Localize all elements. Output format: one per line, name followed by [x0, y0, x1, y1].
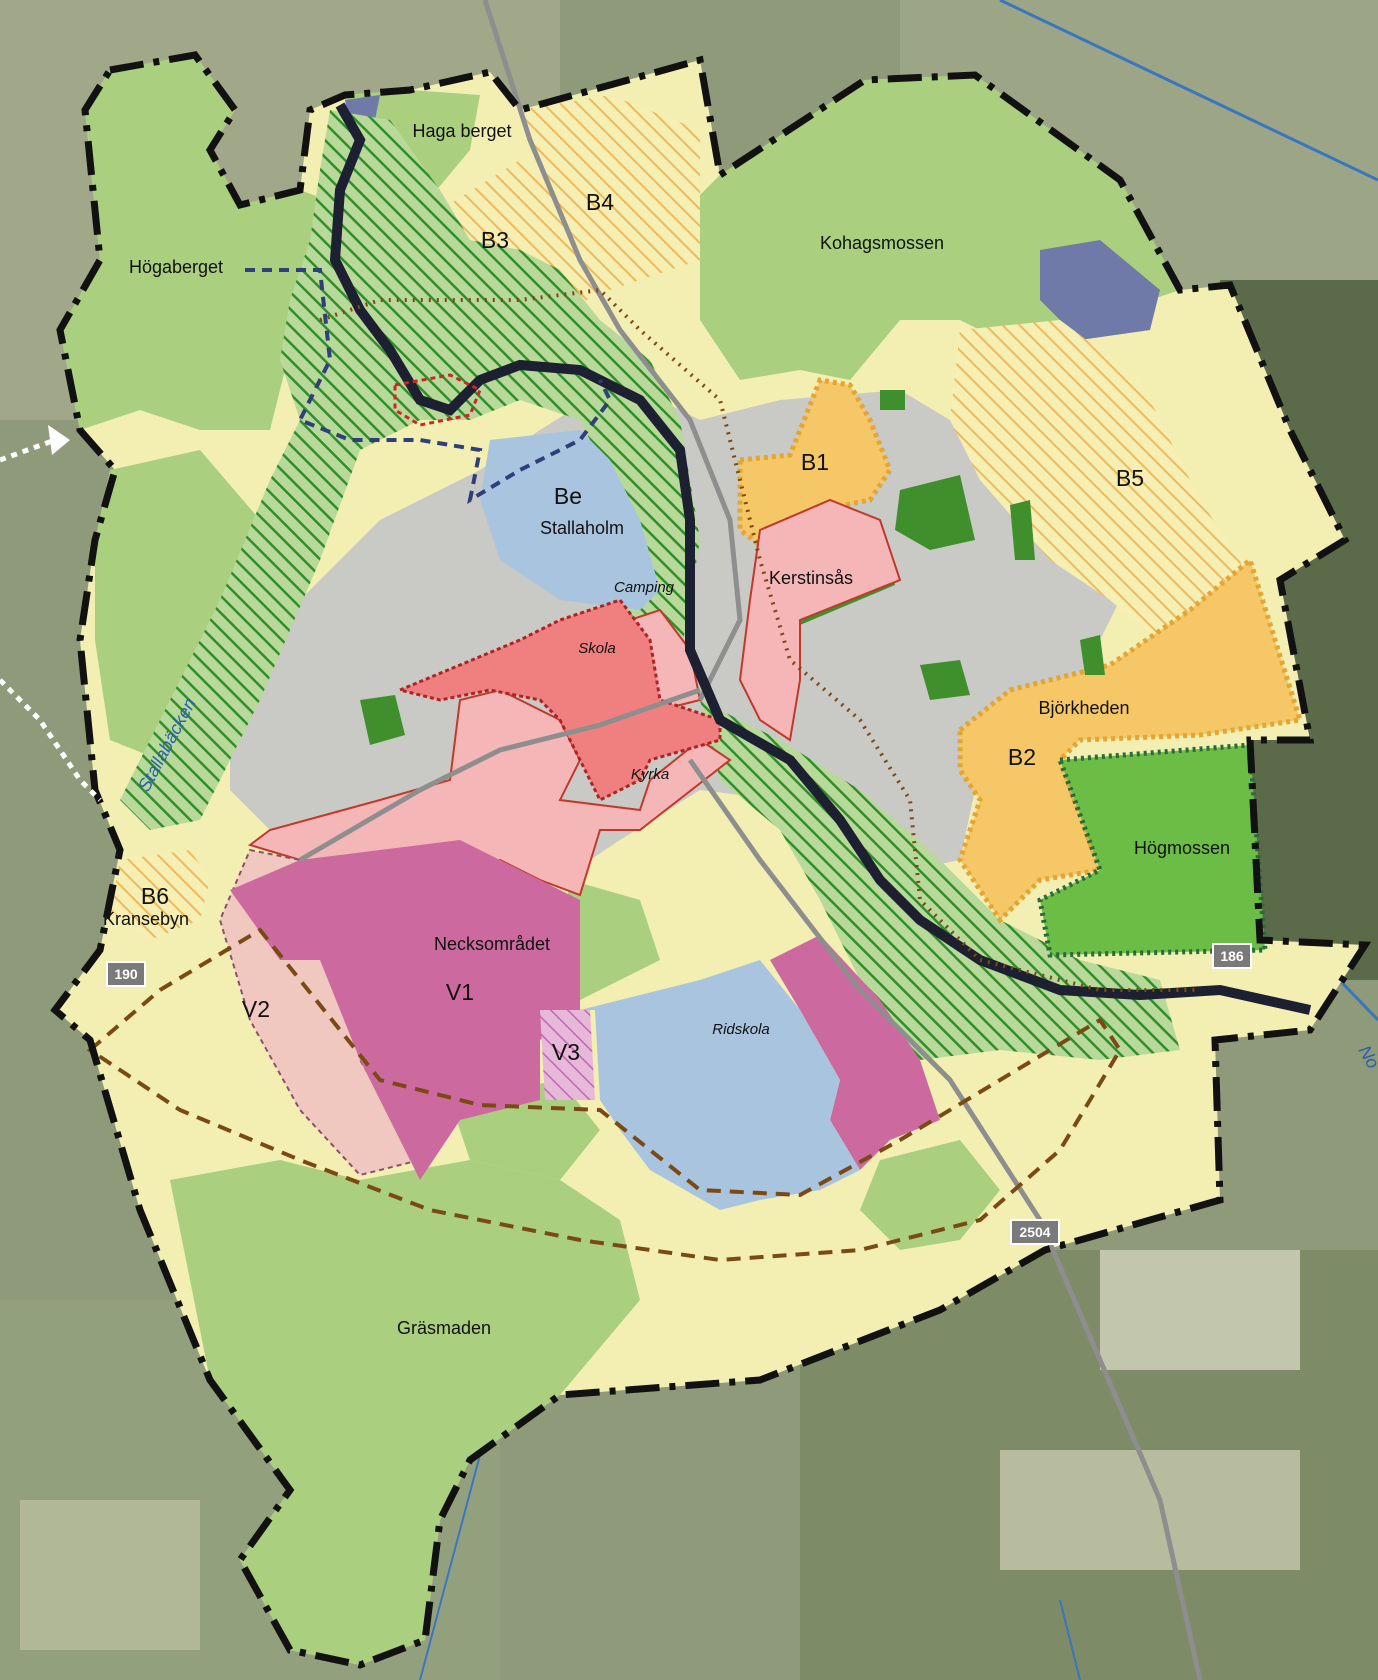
white-dashed-path-west — [0, 437, 56, 463]
green-hogaberget — [60, 55, 345, 430]
label-be: Be — [554, 483, 582, 509]
svg-text:190: 190 — [114, 966, 138, 982]
park-3 — [880, 390, 905, 410]
zone-magenta-east — [770, 935, 940, 1170]
zone-b4-area — [520, 95, 700, 290]
green-center — [560, 880, 660, 1000]
svg-text:186: 186 — [1220, 948, 1244, 964]
blue-grey-area-north — [1040, 240, 1160, 340]
zone-kerstinsas-area — [738, 498, 902, 742]
zone-b5-area — [950, 320, 1260, 660]
roads — [298, 0, 1203, 1680]
label-b2: B2 — [1008, 744, 1036, 770]
river-corridor-north — [280, 110, 700, 700]
label-necksomradet: Necksområdet — [434, 934, 550, 954]
zone-be-area — [480, 430, 660, 610]
label-grasmaden: Gräsmaden — [397, 1318, 491, 1338]
label-ridskola: Ridskola — [712, 1021, 770, 1038]
dashed-brown-ring — [86, 927, 1123, 1263]
magenta-zones — [230, 840, 940, 1180]
road-north — [482, 0, 743, 702]
road-south — [687, 758, 1203, 1680]
label-hogmossen: Högmossen — [1134, 838, 1230, 858]
svg-text:2504: 2504 — [1019, 1224, 1050, 1240]
road-badge-190: 190 — [106, 961, 146, 987]
white-dashed-path-southwest — [0, 678, 102, 802]
label-b6: B6 — [141, 883, 169, 909]
label-stallaholm: Stallaholm — [540, 518, 624, 538]
road-central — [298, 687, 701, 863]
arrow-west-icon — [48, 425, 70, 455]
zone-v1-area — [230, 840, 580, 1180]
label-v2: V2 — [242, 996, 270, 1022]
zone-v3-area — [540, 1010, 595, 1100]
road-badge-186: 186 — [1212, 943, 1252, 969]
park-4 — [920, 660, 970, 700]
label-bjorkheden: Björkheden — [1038, 698, 1129, 718]
label-hogaberget: Högaberget — [129, 257, 223, 277]
park-6 — [360, 695, 405, 745]
label-haga-berget: Haga berget — [412, 121, 511, 141]
zone-b6-area — [110, 850, 210, 940]
label-kerstinsas: Kerstinsås — [769, 568, 853, 588]
label-v1: V1 — [446, 979, 474, 1005]
blue-dashed-zone — [245, 268, 613, 505]
zone-b2-area — [957, 555, 1304, 924]
label-v3: V3 — [552, 1039, 580, 1065]
label-camping: Camping — [614, 579, 675, 596]
label-kohagsmossen: Kohagsmossen — [820, 233, 944, 253]
green-grasmaden — [170, 1160, 640, 1665]
park-1 — [895, 475, 975, 550]
label-kransebyn: Kransebyn — [103, 909, 189, 929]
label-b4: B4 — [586, 189, 614, 215]
park-5 — [1080, 635, 1105, 675]
zone-red-skola — [395, 598, 722, 803]
red-dashed-ring — [393, 373, 482, 427]
river-corridor-west — [120, 420, 360, 830]
zone-ridskola-area — [580, 960, 860, 1210]
road-badge-2504: 2504 — [1010, 1219, 1060, 1245]
label-kyrka: Kyrka — [631, 766, 669, 783]
plan-boundary — [50, 51, 1372, 1669]
park-2 — [1010, 500, 1035, 560]
label-b5: B5 — [1116, 465, 1144, 491]
river — [329, 102, 1312, 1015]
label-b1: B1 — [801, 449, 829, 475]
green-areas — [60, 55, 1180, 1665]
label-skola: Skola — [578, 640, 616, 657]
label-b3: B3 — [481, 227, 509, 253]
